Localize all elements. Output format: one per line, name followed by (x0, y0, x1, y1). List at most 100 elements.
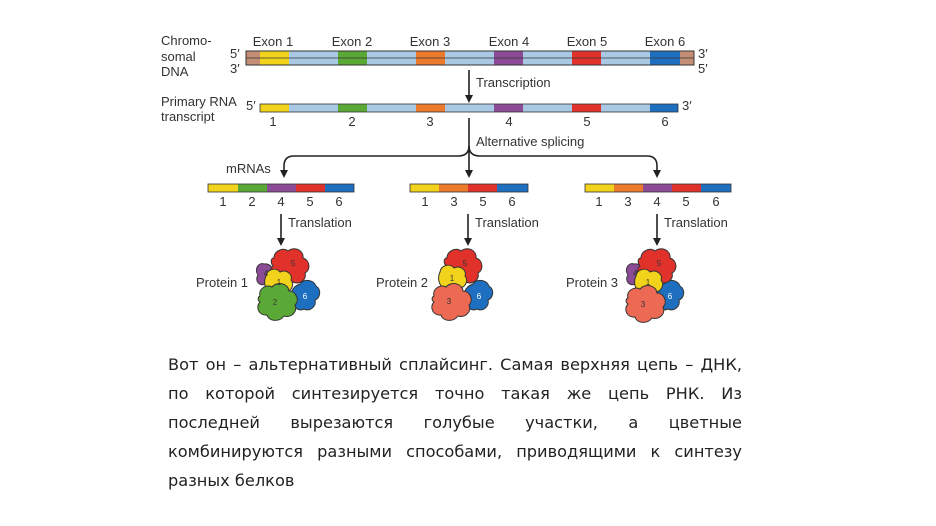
rna-exon-4 (494, 104, 523, 112)
rna-label-line-1: Primary RNA (161, 94, 237, 109)
mrna-1-exon-2 (238, 184, 267, 192)
mrna-3-exon-6 (701, 184, 731, 192)
mrna-3-number: 3 (624, 194, 631, 209)
translation-label-1: Translation (288, 215, 352, 230)
dna-right-end-top: 3′ (698, 46, 708, 61)
mrna-1 (207, 183, 355, 193)
protein-1-subunit-numbers: 5 4 1 2 6 (264, 259, 308, 307)
rna-intron (260, 104, 678, 112)
rna-exon-6 (650, 104, 678, 112)
mrna-2-number: 5 (479, 194, 486, 209)
protein-3-subunit-numbers: 5 4 1 3 6 (633, 259, 673, 309)
mrna-3-numbers: 1 3 4 5 6 (595, 194, 719, 209)
mrna-1-numbers: 1 2 4 5 6 (219, 194, 342, 209)
protein-3 (625, 248, 685, 323)
protein-3-subunit-number: 5 (657, 259, 662, 268)
protein-1-subunit-2 (257, 283, 298, 321)
dna-label-line-2: somal (161, 49, 196, 64)
protein-2-subunit-numbers: 5 1 3 6 (447, 259, 482, 306)
dna-left-end-bottom: 3′ (230, 61, 240, 76)
protein-2 (431, 248, 494, 321)
dna-label-line-1: Chromo- (161, 33, 212, 48)
protein-3-subunit-number: 3 (641, 300, 646, 309)
rna-exon-number-5: 5 (583, 114, 590, 129)
mrna-3-exon-3 (614, 184, 643, 192)
mrna-3-exon-1 (585, 184, 614, 192)
protein-3-subunit-number: 6 (668, 292, 673, 301)
protein-2-subunit-number: 3 (447, 297, 452, 306)
translation-arrows (277, 214, 661, 246)
mrna-1-number: 2 (248, 194, 255, 209)
mrna-2 (409, 183, 529, 193)
dna-exon-label-2: Exon 2 (332, 34, 372, 49)
rna-right-end: 3′ (682, 98, 692, 113)
rna-strand (259, 103, 679, 113)
caption-text: Вот он – альтернативный сплайсинг. Самая… (168, 355, 742, 490)
protein-2-subunit-number: 6 (477, 292, 482, 301)
rna-exon-1 (260, 104, 289, 112)
protein-1 (255, 248, 321, 321)
mrna-2-numbers: 1 3 5 6 (421, 194, 515, 209)
mrna-1-exon-1 (208, 184, 238, 192)
protein-2-subunit-number: 1 (450, 274, 455, 283)
transcription-label: Transcription (476, 75, 551, 90)
mrna-3-number: 4 (653, 194, 660, 209)
dna-exon-label-4: Exon 4 (489, 34, 529, 49)
mrna-1-exon-5 (296, 184, 325, 192)
dna-label-line-3: DNA (161, 64, 189, 79)
dna-exon-label-1: Exon 1 (253, 34, 293, 49)
dna-strand (245, 50, 695, 66)
protein-2-subunit-number: 5 (463, 259, 468, 268)
mrna-2-outline (409, 183, 529, 193)
mrna-2-exon-6 (497, 184, 528, 192)
mrna-2-exon-5 (468, 184, 497, 192)
mrna-2-exon-3 (439, 184, 468, 192)
mrna-1-outline (207, 183, 355, 193)
splicing-arrows (280, 118, 661, 178)
alternative-splicing-diagram: Chromo- somal DNA Exon 1 Exon 2 Exon 3 E… (161, 33, 732, 323)
dna-left-end-top: 5′ (230, 46, 240, 61)
mrnas-label: mRNAs (226, 161, 271, 176)
protein-label-2: Protein 2 (376, 275, 428, 290)
mrna-3-outline (584, 183, 732, 193)
rna-outline (259, 103, 679, 113)
mrna-2-number: 1 (421, 194, 428, 209)
mrna-3-number: 1 (595, 194, 602, 209)
rna-left-end: 5′ (246, 98, 256, 113)
splicing-arrow-left (280, 145, 470, 178)
protein-1-subunit-number: 1 (277, 278, 282, 287)
mrna-3-number: 6 (712, 194, 719, 209)
translation-label-3: Translation (664, 215, 728, 230)
mrna-3 (584, 183, 732, 193)
mrna-2-number: 3 (450, 194, 457, 209)
dna-exon-label-6: Exon 6 (645, 34, 685, 49)
protein-label-3: Protein 3 (566, 275, 618, 290)
rna-exon-3 (416, 104, 445, 112)
mrna-1-exon-6 (325, 184, 354, 192)
protein-label-1: Protein 1 (196, 275, 248, 290)
rna-label-line-2: transcript (161, 109, 215, 124)
mrna-1-number: 5 (306, 194, 313, 209)
protein-1-subunit-number: 5 (291, 259, 296, 268)
rna-exon-number-1: 1 (269, 114, 276, 129)
splicing-label: Alternative splicing (476, 134, 584, 149)
mrna-1-number: 1 (219, 194, 226, 209)
rna-exon-number-3: 3 (426, 114, 433, 129)
mrna-1-exon-4 (267, 184, 296, 192)
mrna-1-number: 6 (335, 194, 342, 209)
dna-exon-labels: Exon 1 Exon 2 Exon 3 Exon 4 Exon 5 Exon … (253, 34, 685, 49)
dna-exon-label-3: Exon 3 (410, 34, 450, 49)
rna-exon-numbers: 1 2 3 4 5 6 (269, 114, 668, 129)
rna-exon-number-2: 2 (348, 114, 355, 129)
dna-right-end-bottom: 5′ (698, 61, 708, 76)
rna-exon-number-4: 4 (505, 114, 512, 129)
protein-1-subunit-number: 2 (273, 298, 278, 307)
rna-exon-number-6: 6 (661, 114, 668, 129)
translation-label-2: Translation (475, 215, 539, 230)
mrna-3-exon-5 (672, 184, 701, 192)
splicing-arrow-right (468, 145, 661, 178)
mrna-2-exon-1 (410, 184, 439, 192)
protein-3-subunit-3 (625, 285, 666, 323)
protein-3-subunit-number: 1 (646, 278, 651, 287)
protein-1-subunit-number: 4 (264, 269, 269, 278)
